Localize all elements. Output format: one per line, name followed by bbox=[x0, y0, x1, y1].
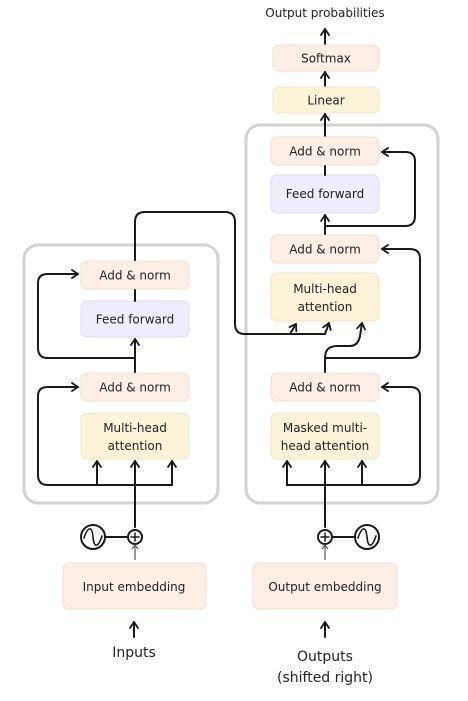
encoder-feed-forward: Feed forward bbox=[80, 300, 190, 338]
encoder-output-to-decoder bbox=[134, 211, 298, 335]
decoder-residual-1 bbox=[361, 382, 421, 486]
output-embedding-label: Output embedding bbox=[268, 580, 381, 594]
decoder-cross-attention-box bbox=[270, 272, 380, 322]
linear-block: Linear bbox=[272, 86, 380, 114]
decoder-add-norm-top-label: Add & norm bbox=[289, 145, 361, 159]
decoder-positional-encoding-sine-icon bbox=[354, 524, 380, 550]
inputs-label: Inputs bbox=[112, 645, 156, 661]
outputs-label-line2: (shifted right) bbox=[277, 670, 373, 686]
encoder-attention-label-line2: attention bbox=[108, 439, 163, 453]
decoder-encoder-value-branch bbox=[289, 322, 332, 335]
linear-box bbox=[272, 86, 380, 114]
softmax-label: Softmax bbox=[301, 52, 351, 66]
encoder-multi-head-attention: Multi-head attention bbox=[80, 412, 190, 460]
encoder-residual-2 bbox=[37, 269, 136, 359]
decoder-masked-attention-label-line1: Masked multi- bbox=[283, 421, 367, 435]
decoder-add-norm-bottom-label: Add & norm bbox=[289, 381, 361, 395]
encoder-add-norm-top: Add & norm bbox=[80, 260, 190, 290]
encoder-feed-forward-label: Feed forward bbox=[96, 313, 174, 327]
decoder-cross-attention-label-line1: Multi-head bbox=[293, 282, 357, 296]
encoder-add-norm-top-label: Add & norm bbox=[99, 269, 171, 283]
encoder-attention-label-line1: Multi-head bbox=[103, 421, 167, 435]
decoder-masked-attention-box bbox=[270, 412, 380, 460]
decoder-cross-attention: Multi-head attention bbox=[270, 272, 380, 322]
output-embedding-box bbox=[252, 562, 398, 610]
softmax-block: Softmax bbox=[272, 44, 380, 72]
decoder-sine-wave bbox=[357, 528, 377, 546]
decoder-add-norm-top: Add & norm bbox=[270, 136, 380, 166]
decoder-add-norm-middle-label: Add & norm bbox=[289, 243, 361, 257]
encoder-positional-encoding bbox=[80, 524, 143, 560]
decoder-addnorm-to-cross-query bbox=[324, 322, 366, 373]
decoder-positional-encoding bbox=[317, 524, 380, 560]
decoder-add-norm-bottom: Add & norm bbox=[270, 372, 380, 402]
decoder-cross-attention-label-line2: attention bbox=[298, 300, 353, 314]
encoder-embedding-arrowhead bbox=[131, 544, 139, 550]
decoder-add-norm-middle: Add & norm bbox=[270, 234, 380, 264]
encoder-sine-wave bbox=[83, 528, 103, 546]
encoder-add-norm-bottom: Add & norm bbox=[80, 372, 190, 402]
decoder-masked-attention-label-line2: head attention bbox=[281, 439, 370, 453]
input-embedding-block: Input embedding bbox=[62, 562, 207, 610]
decoder-feed-forward: Feed forward bbox=[270, 174, 380, 214]
decoder-embedding-arrowhead bbox=[321, 544, 329, 550]
output-probabilities-label: Output probabilities bbox=[265, 6, 384, 20]
softmax-box bbox=[272, 44, 380, 72]
input-embedding-label: Input embedding bbox=[83, 580, 186, 594]
encoder-residual-1 bbox=[37, 382, 98, 486]
decoder-residual-2 bbox=[324, 244, 421, 359]
outputs-label-line1: Outputs bbox=[297, 649, 353, 665]
decoder-masked-attention: Masked multi- head attention bbox=[270, 412, 380, 460]
input-embedding-box bbox=[62, 562, 207, 610]
output-embedding-block: Output embedding bbox=[252, 562, 398, 610]
decoder-feed-forward-label: Feed forward bbox=[286, 187, 364, 201]
encoder-attention-box bbox=[80, 412, 190, 460]
linear-label: Linear bbox=[307, 94, 344, 108]
decoder-residual-3 bbox=[324, 147, 416, 227]
encoder-add-norm-bottom-label: Add & norm bbox=[99, 381, 171, 395]
